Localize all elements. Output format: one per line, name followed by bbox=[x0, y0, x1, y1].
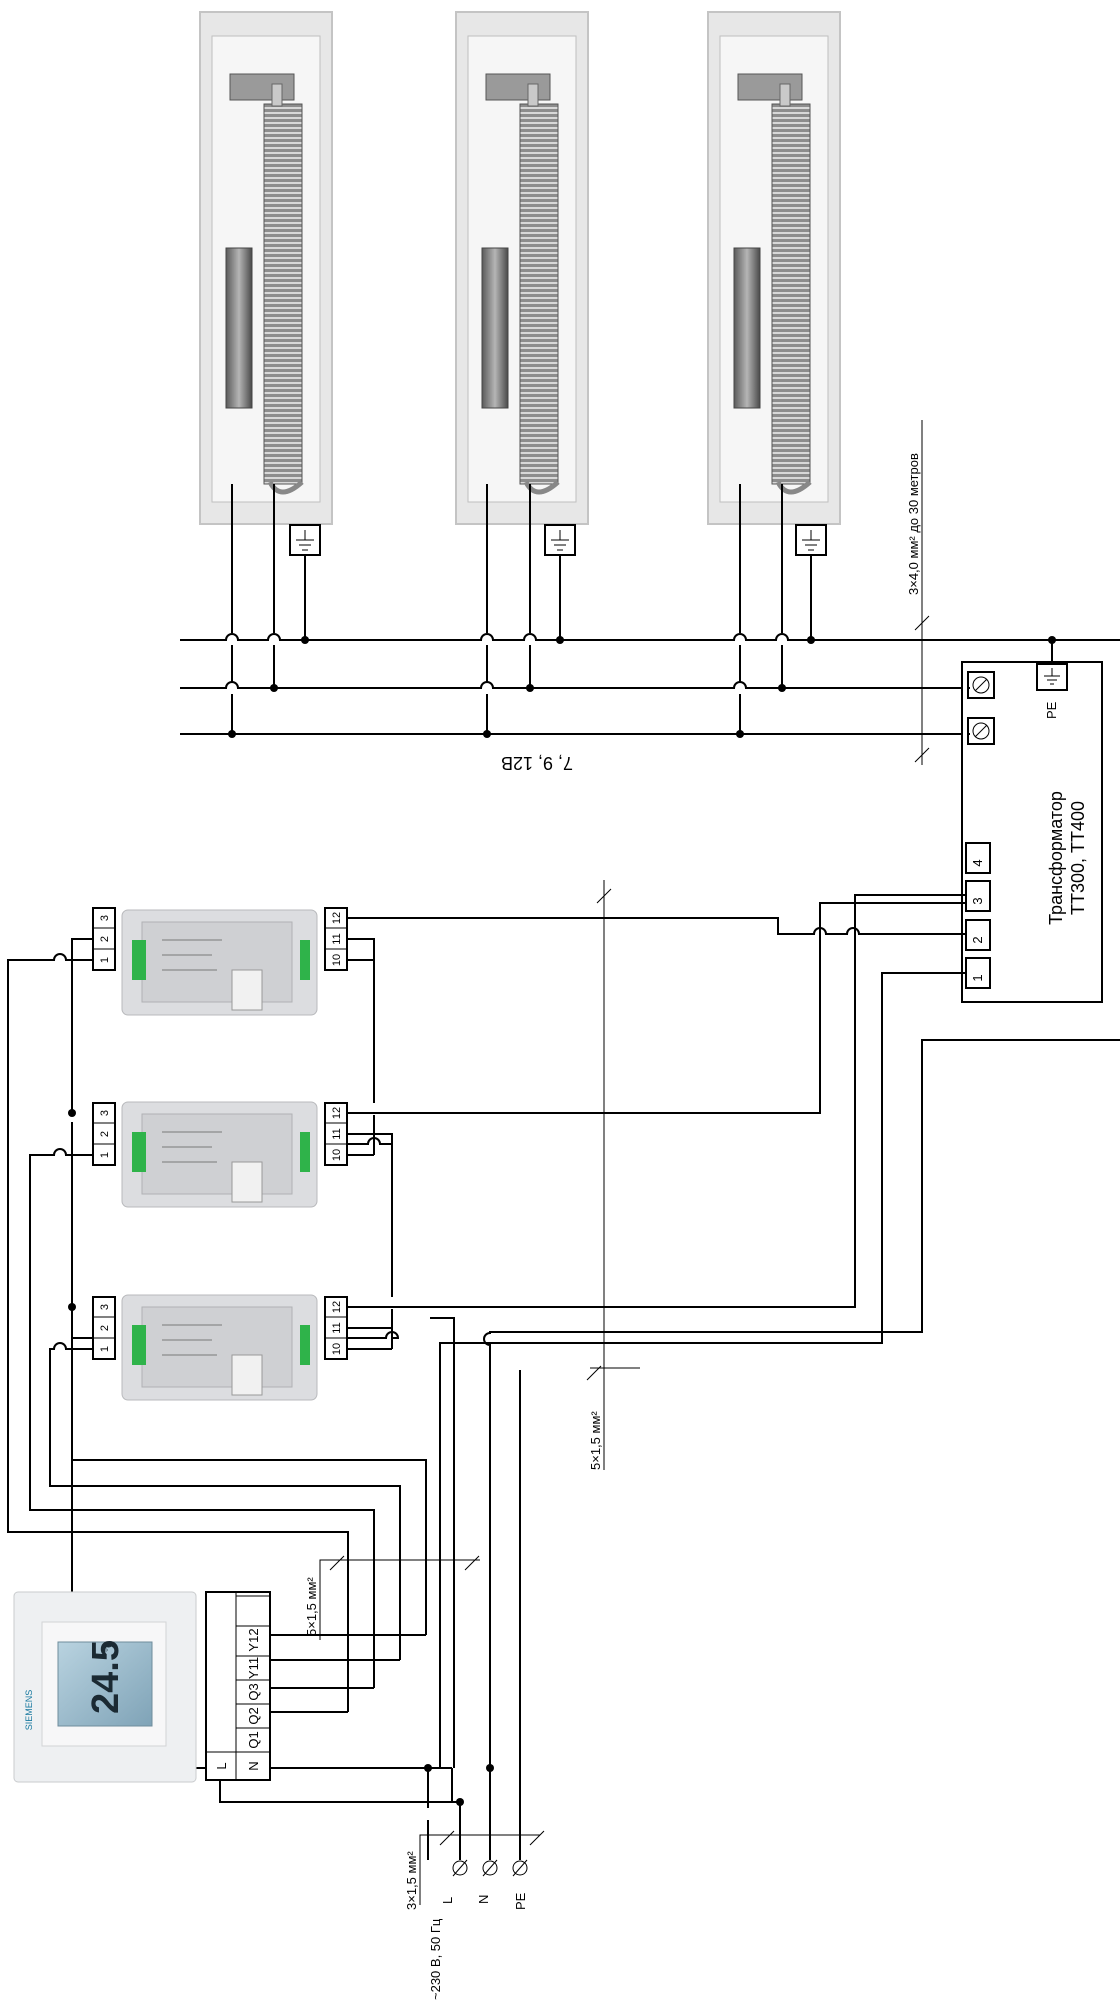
supply-terminal-PE: PE bbox=[513, 1892, 528, 1910]
thermostat-terminal-Q1: Q1 bbox=[246, 1731, 261, 1748]
thermostat-terminal-Y11: Y11 bbox=[246, 1657, 261, 1679]
supply-wires bbox=[427, 1370, 521, 1860]
cable-relay-label: 5×1,5 мм² bbox=[588, 1411, 603, 1470]
thermostat-terminal-Q2: Q2 bbox=[246, 1707, 261, 1724]
svg-text:1: 1 bbox=[99, 957, 111, 963]
relay-2-terminals: 3 2 1 12 11 10 bbox=[92, 1102, 348, 1166]
supply-terminal-L: L bbox=[440, 1897, 455, 1904]
thermostat-terminal-Y12: Y12 bbox=[246, 1628, 261, 1651]
cable-heater-label: 3×4,0 мм² до 30 метров bbox=[906, 453, 921, 595]
transformer-models: ТТ300, ТТ400 bbox=[1068, 801, 1088, 915]
svg-text:11: 11 bbox=[331, 1322, 343, 1333]
svg-text:11: 11 bbox=[331, 933, 343, 944]
relay-1-terminals: 3 2 1 12 11 10 bbox=[92, 907, 348, 971]
svg-text:1: 1 bbox=[99, 1152, 111, 1158]
svg-text:3: 3 bbox=[99, 915, 111, 921]
cable-heater-marker: 3×4,0 мм² до 30 метров bbox=[906, 420, 930, 765]
relay-junction-dots bbox=[68, 1109, 494, 1772]
cable-relay-marker: 5×1,5 мм² bbox=[586, 880, 640, 1470]
thermostat-output-wires bbox=[219, 1634, 460, 1803]
ground-icon bbox=[289, 524, 321, 556]
transformer-title: Трансформатор bbox=[1046, 791, 1066, 925]
low-voltage-bus bbox=[180, 633, 1120, 735]
relay-3-terminals: 3 2 1 12 11 10 bbox=[92, 1296, 348, 1360]
svg-text:12: 12 bbox=[331, 1301, 343, 1313]
transformer-terminal-4: 4 bbox=[970, 859, 985, 866]
thermostat-terminal-block: L N Q1 Q2 Q3 Y11 Y12 bbox=[205, 1591, 271, 1781]
mains-label: ~230 В, 50 Гц bbox=[428, 1918, 443, 2000]
thermostat-terminal-N: N bbox=[246, 1761, 261, 1770]
cable-thermostat-label: 5×1,5 мм² bbox=[304, 1577, 319, 1636]
svg-text:10: 10 bbox=[331, 954, 343, 966]
relay-2 bbox=[121, 1101, 318, 1208]
transformer-terminal-3: 3 bbox=[970, 897, 985, 904]
relay-1 bbox=[121, 909, 318, 1016]
svg-text:2: 2 bbox=[99, 1131, 111, 1137]
svg-text:1: 1 bbox=[99, 1346, 111, 1352]
supply-terminal-N: N bbox=[476, 1895, 491, 1904]
transformer-terminal-2: 2 bbox=[970, 936, 985, 943]
transformer-pe-label: PE bbox=[1044, 701, 1059, 719]
cable-thermostat-marker: 5×1,5 мм² bbox=[304, 1555, 480, 1640]
thermostat-unit: °C bbox=[104, 1641, 115, 1652]
thermostat-terminal-Q3: Q3 bbox=[246, 1683, 261, 1700]
ground-icon bbox=[544, 524, 576, 556]
cable-supply-marker: 3×1,5 мм² bbox=[404, 1830, 545, 1910]
relay-3 bbox=[121, 1294, 318, 1401]
heater-drop-wires bbox=[231, 484, 812, 734]
ground-icon bbox=[795, 524, 827, 556]
thermostat-brand: SIEMENS bbox=[24, 1690, 34, 1731]
svg-text:2: 2 bbox=[99, 1325, 111, 1331]
thermostat: SIEMENS 24.5 °C bbox=[13, 1591, 197, 1783]
transformer-feed-wires bbox=[430, 972, 1120, 1768]
svg-text:12: 12 bbox=[331, 912, 343, 924]
svg-text:12: 12 bbox=[331, 1107, 343, 1119]
bus-voltage-label: 7, 9, 12В bbox=[501, 753, 573, 773]
junction-dots bbox=[228, 636, 1056, 738]
cable-supply-label: 3×1,5 мм² bbox=[404, 1851, 419, 1910]
transformer: PE Трансформатор ТТ300, ТТ400 1 2 3 4 bbox=[961, 661, 1103, 1003]
thermostat-display: 24.5 bbox=[85, 1640, 127, 1714]
relay-control-wires bbox=[7, 938, 452, 1769]
transformer-bus-links bbox=[968, 640, 1053, 735]
supply-junction-dots bbox=[456, 1798, 464, 1806]
svg-text:3: 3 bbox=[99, 1110, 111, 1116]
svg-text:2: 2 bbox=[99, 936, 111, 942]
svg-text:3: 3 bbox=[99, 1304, 111, 1310]
supply-terminals: L N PE bbox=[440, 1859, 528, 1910]
heater-1 bbox=[199, 11, 333, 525]
thermostat-terminal-L: L bbox=[214, 1762, 229, 1769]
transformer-terminal-1: 1 bbox=[970, 974, 985, 981]
relay-output-wires bbox=[347, 894, 966, 1350]
svg-text:10: 10 bbox=[331, 1149, 343, 1161]
heater-2 bbox=[455, 11, 589, 525]
heater-3 bbox=[707, 11, 841, 525]
svg-text:10: 10 bbox=[331, 1343, 343, 1355]
svg-text:11: 11 bbox=[331, 1128, 343, 1139]
